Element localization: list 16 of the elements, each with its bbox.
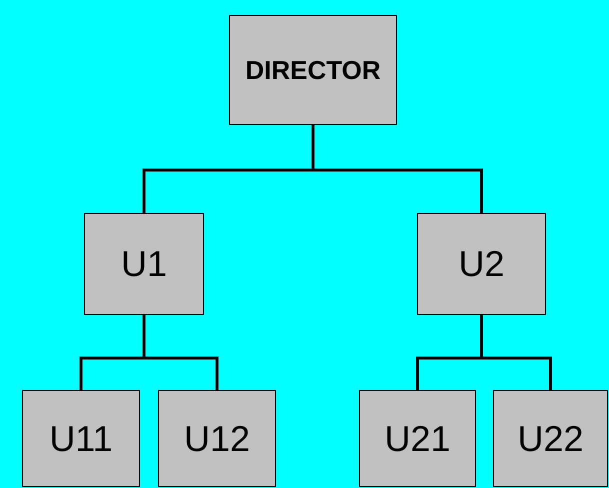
connector-line [480, 315, 552, 390]
unit-box [84, 213, 204, 315]
unit-name: U2 [458, 243, 505, 285]
unit-box [158, 390, 276, 487]
unit-box [493, 390, 608, 487]
unit-name: DIRECTOR [245, 54, 381, 86]
unit-name: U11 [49, 418, 113, 460]
unit-box [22, 390, 140, 487]
unit-name: U22 [517, 418, 584, 460]
unit-name: U1 [120, 243, 168, 285]
unit-box [417, 213, 546, 315]
unit-box [229, 15, 397, 125]
connector-line [142, 315, 218, 390]
unit-box [359, 390, 476, 487]
unit-name: U12 [184, 418, 250, 460]
unit-name: U21 [384, 418, 451, 460]
